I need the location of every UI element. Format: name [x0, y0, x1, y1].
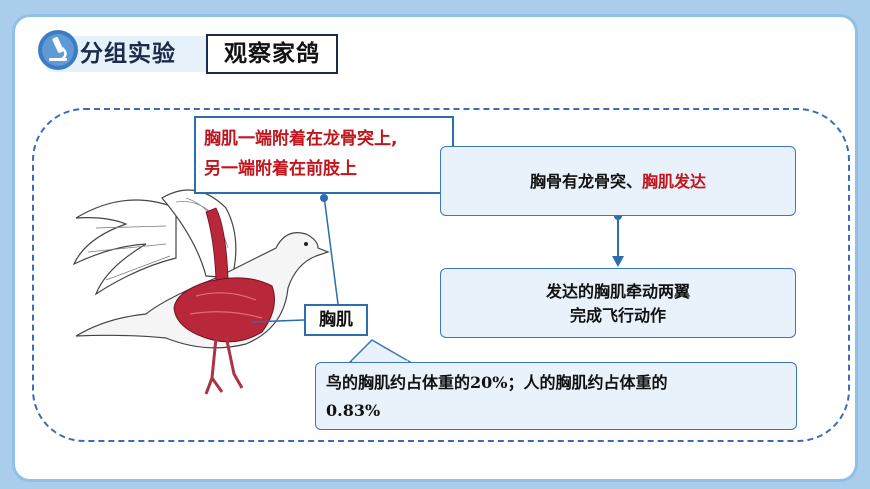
page-title: 观察家鸽 — [206, 34, 338, 74]
flight-fact-box: 发达的胸肌牵动两翼 完成飞行动作 — [440, 268, 796, 338]
pigeon-anatomy-illustration — [72, 189, 330, 395]
section-label: 分组实验 — [80, 41, 176, 67]
callout-line-1: 胸肌一端附着在龙骨突上, — [204, 129, 398, 149]
muscle-attachment-callout: 胸肌一端附着在龙骨突上, 另一端附着在前肢上 — [194, 116, 454, 194]
content-frame — [32, 108, 850, 442]
muscle-weight-note: 鸟的胸肌约占体重的20%；人的胸肌约占体重的 0.83% — [315, 362, 797, 430]
flight-fact-line-2: 完成飞行动作 — [569, 306, 666, 325]
note-text-1: 鸟的胸肌约占体重的 — [326, 373, 471, 392]
microscope-icon — [38, 30, 78, 70]
breast-muscle-label: 胸肌 — [304, 304, 368, 336]
flight-fact-line-1: 发达的胸肌牵动两翼 — [545, 282, 690, 301]
note-text-2: ；人的胸肌约占体重的 — [507, 373, 668, 392]
muscle-highlight: 胸肌发达 — [642, 172, 707, 191]
human-percentage: 0.83% — [326, 401, 381, 420]
keel-fact-text: 胸骨有龙骨突、 — [529, 172, 642, 191]
keel-fact-box: 胸骨有龙骨突、胸肌发达 — [440, 146, 796, 216]
bird-percentage: 20% — [470, 373, 508, 392]
callout-line-2: 另一端附着在前肢上 — [204, 159, 357, 179]
